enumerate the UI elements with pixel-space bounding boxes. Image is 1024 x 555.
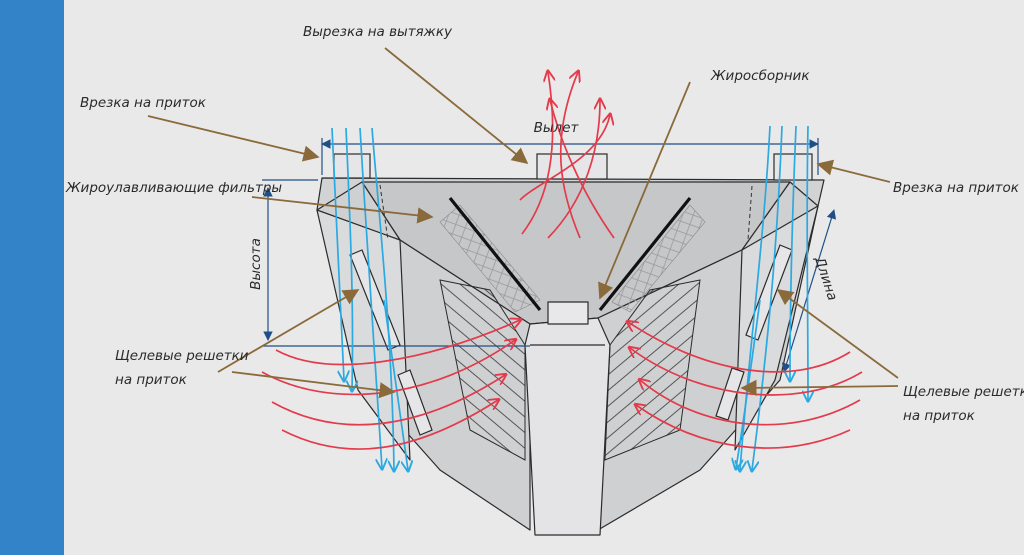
label-supply-right: Врезка на приток (893, 180, 1020, 196)
slot-grille-right-lower (715, 367, 745, 421)
hood-center-trough (524, 317, 611, 536)
exhaust-air-flow (261, 72, 863, 450)
pointer-arrows (147, 47, 899, 399)
pointer-exhaust-cutout (384, 47, 529, 165)
hood-body (316, 177, 825, 536)
pointer-filters (251, 196, 434, 224)
pointer-grille-right-a (776, 289, 899, 379)
pointer-grille-right-b (740, 379, 899, 396)
label-height: Высота (248, 238, 264, 290)
grease-filter-left (439, 204, 541, 313)
label-overhang: Вылет (534, 120, 580, 136)
label-slot-grilles-right-1: Щелевые решетки (903, 384, 1024, 400)
filter-edge-right (598, 196, 692, 312)
label-length: Длина (811, 254, 840, 303)
label-exhaust-cutout: Вырезка на вытяжку (303, 24, 453, 40)
pointer-supply-right (816, 159, 891, 183)
side-accent-bar (0, 0, 64, 555)
grease-filter-right (611, 204, 706, 313)
label-fat-collector: Жиросборник (710, 68, 810, 84)
hood-diagram-svg: Вырезка на вытяжку Жиросборник Врезка на… (65, 24, 1024, 536)
label-supply-left: Врезка на приток (80, 95, 207, 111)
label-slot-grilles-left-1: Щелевые решетки (115, 348, 249, 364)
label-slot-grilles-left-2: на приток (115, 372, 188, 388)
fat-collector-box (547, 301, 589, 325)
slot-grille-left-lower (397, 369, 433, 436)
dimensions (262, 138, 837, 373)
label-grease-filters: Жироулавливающие фильтры (65, 180, 282, 196)
hatched-panel-left (439, 279, 526, 461)
supply-cutout-box-left (333, 153, 371, 179)
pointer-grille-left-b (231, 371, 396, 399)
pointer-supply-left (147, 115, 320, 162)
supply-air-flow (331, 125, 808, 470)
pointer-fat-collector (598, 81, 691, 300)
pointer-grille-left-a (217, 289, 360, 373)
label-slot-grilles-right-2: на приток (903, 408, 976, 424)
filter-edge-left (448, 196, 542, 312)
length-dimension-line (781, 209, 837, 373)
hood-diagram: Вырезка на вытяжку Жиросборник Врезка на… (64, 0, 1024, 555)
